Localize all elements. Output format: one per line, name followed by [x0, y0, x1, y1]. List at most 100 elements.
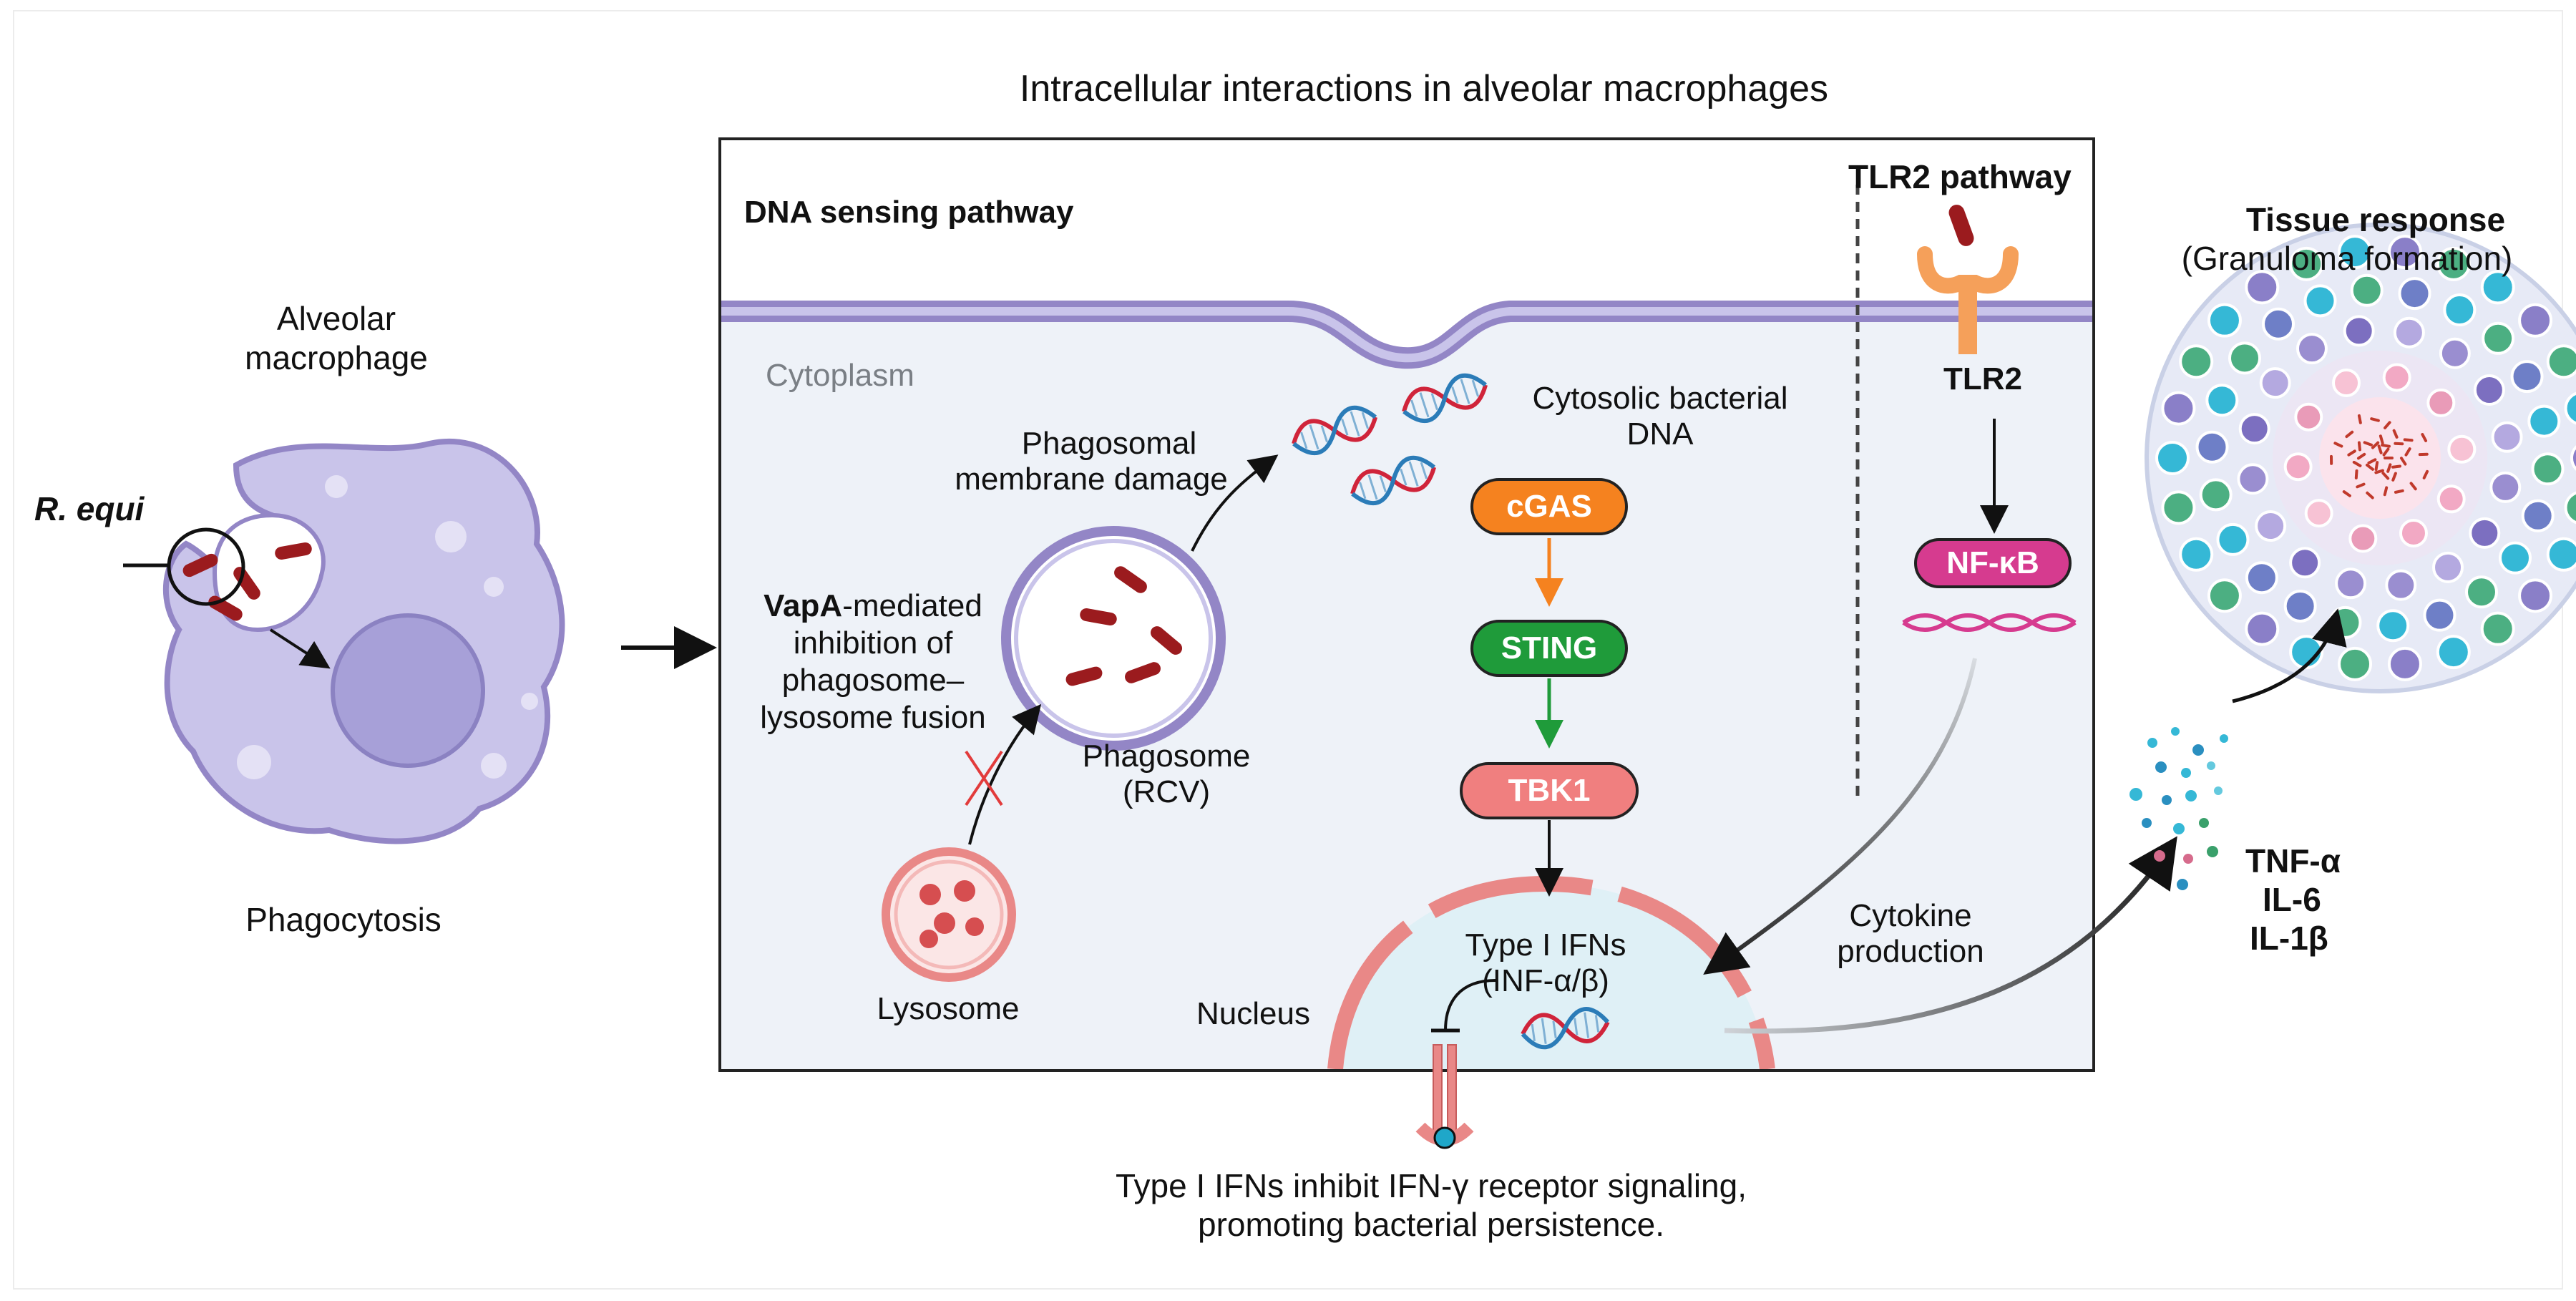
granuloma-cell [2179, 537, 2214, 572]
granuloma-bacterium [2370, 417, 2380, 422]
granuloma-bacterium [2381, 443, 2391, 448]
granuloma-cell [2480, 270, 2515, 305]
granuloma-cell [2443, 293, 2477, 327]
granuloma-bacterium [2354, 469, 2358, 479]
dna-sensing-heading: DNA sensing pathway [744, 195, 1074, 230]
figure-title: Intracellular interactions in alveolar m… [1019, 68, 1829, 109]
ifn-label-line2: (INF-α/β) [1482, 963, 1609, 998]
granuloma-cell [2228, 341, 2262, 375]
granuloma-cell [2207, 578, 2242, 613]
granuloma-bacterium [2347, 449, 2356, 457]
ifn-label-line1: Type I IFNs [1465, 927, 1626, 963]
granuloma-cell [2423, 598, 2457, 632]
granuloma-bacterium [2345, 430, 2354, 439]
tbk1-node: TBK1 [1460, 762, 1639, 819]
granuloma-cell [2439, 337, 2471, 369]
bacterium-label: R. equi [34, 490, 145, 527]
cytokine-il6: IL-6 [2263, 881, 2321, 918]
granuloma-cell [2303, 284, 2337, 318]
granuloma-cell [2332, 369, 2361, 398]
granuloma-bacterium [2409, 482, 2417, 491]
cytokine-tnf: TNF-α [2245, 842, 2341, 879]
cytoplasm-label: Cytoplasm [766, 358, 914, 393]
ifn-gamma-receptor-icon [1415, 1044, 1474, 1149]
granuloma-cell [2216, 522, 2250, 556]
phagocytosis-label: Phagocytosis [245, 901, 441, 938]
granuloma-bacterium [2381, 472, 2390, 480]
phagosome-illustration [1001, 526, 1226, 751]
granuloma-cell [2447, 434, 2477, 464]
granuloma-cell [2259, 367, 2291, 399]
cytosolic-dna-line2: DNA [1626, 416, 1694, 452]
granuloma-bacterium [2399, 457, 2407, 466]
granuloma-bacterium [2367, 458, 2377, 464]
granuloma-cell [2398, 277, 2431, 311]
granuloma-bacterium [2394, 442, 2404, 446]
granuloma-cell [2348, 524, 2378, 553]
membrane-damage-line2: membrane damage [955, 462, 1228, 497]
cgas-node: cGAS [1470, 478, 1628, 535]
vapa-line1: VapA-mediated [763, 588, 982, 623]
granuloma-cell [2238, 413, 2270, 445]
granuloma-cell [2350, 273, 2384, 307]
sting-node: STING [1470, 620, 1628, 677]
granuloma-bacterium [2357, 414, 2362, 424]
granuloma-cell [2289, 547, 2321, 579]
macrophage-label-line1: Alveolar [276, 300, 396, 337]
granuloma-bacterium [2374, 469, 2384, 474]
granuloma-cell [2489, 471, 2522, 503]
granuloma-cell [2179, 344, 2214, 379]
granuloma-cell [2469, 517, 2501, 549]
granuloma-cell [2387, 646, 2422, 681]
granuloma-cell [2564, 391, 2576, 425]
granuloma-bacterium [2392, 429, 2399, 439]
granuloma-bacterium [2422, 469, 2429, 479]
granuloma-cell [2426, 388, 2456, 417]
granuloma-cell [2436, 484, 2466, 514]
lysosome-label: Lysosome [877, 991, 1020, 1026]
granuloma-cell [2296, 333, 2328, 365]
granuloma-cell [2343, 315, 2375, 347]
granuloma-cell [2161, 490, 2196, 525]
cytokine-particles [2129, 727, 2228, 890]
tlr2-receptor-label: TLR2 [1943, 361, 2022, 396]
granuloma-cell [2564, 491, 2576, 525]
granuloma-cell [2382, 363, 2411, 392]
granuloma-cell [2473, 374, 2505, 406]
granuloma-cell [2436, 635, 2471, 670]
cytokine-il1b: IL-1β [2250, 920, 2328, 957]
granuloma-cell [2245, 611, 2280, 646]
granuloma-cell [2283, 452, 2313, 482]
cytokine-production-line1: Cytokine [1849, 898, 1972, 933]
granuloma-bacterium [2374, 461, 2379, 472]
granuloma-cell [2195, 430, 2229, 464]
granuloma-cell [2245, 270, 2280, 305]
granuloma-bacterium [2391, 464, 2401, 469]
nfkb-node: NF-κB [1914, 538, 2072, 588]
tlr2-pathway-heading: TLR2 pathway [1848, 158, 2072, 195]
nucleus-label: Nucleus [1196, 996, 1310, 1031]
granuloma-cell [2393, 316, 2425, 349]
granuloma-bacterium [2371, 441, 2380, 449]
granuloma-cell [2570, 445, 2576, 471]
macrophage-illustration [123, 438, 565, 844]
granuloma-bacterium [2357, 441, 2361, 452]
membrane-damage-line1: Phagosomal [1021, 426, 1197, 461]
granuloma-cell [2294, 402, 2323, 432]
granuloma-cell [2546, 537, 2576, 572]
granuloma-cell [2387, 235, 2422, 270]
granuloma-cell [2155, 440, 2190, 475]
granuloma-bacterium [2333, 442, 2343, 448]
vapa-line3: phagosome– [781, 663, 965, 698]
granuloma-bacterium [2363, 441, 2373, 447]
figure-frame [13, 10, 2563, 1290]
vapa-line2: inhibition of [793, 625, 953, 661]
granuloma-cell [2237, 463, 2269, 495]
granuloma-cell [2205, 384, 2239, 417]
granuloma-bacterium [2384, 457, 2394, 459]
granuloma-cell [2376, 609, 2410, 643]
macrophage-label-line2: macrophage [245, 339, 428, 376]
granuloma-bacterium [2379, 434, 2384, 444]
granuloma-cell [2432, 551, 2464, 583]
